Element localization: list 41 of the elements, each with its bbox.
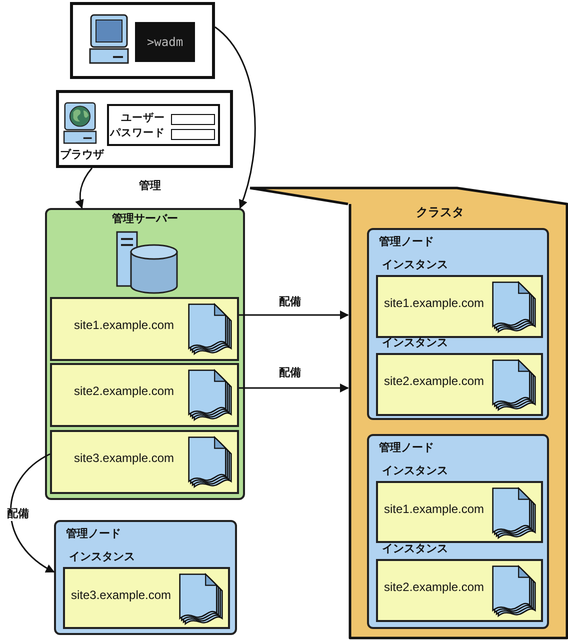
arrow (75, 168, 93, 209)
instance-heading: インスタンス (382, 337, 448, 350)
annotation-label: 管理 (139, 180, 161, 193)
site-name: site2.example.com (384, 581, 484, 595)
instance-heading: インスタンス (382, 543, 448, 556)
edge-label: 配備 (6, 508, 30, 521)
field-label: パスワード (110, 127, 165, 140)
browser-label: ブラウザ (60, 149, 104, 162)
field-label: ユーザー (121, 112, 165, 124)
instance-heading: インスタンス (382, 465, 448, 478)
node-box (54, 520, 237, 635)
site-name: site1.example.com (384, 297, 484, 311)
instance-box (50, 363, 239, 427)
site-name: site3.example.com (71, 589, 172, 603)
browser-panel (56, 90, 233, 168)
cluster-shape (348, 186, 568, 640)
instance-box (50, 297, 239, 361)
arrow (10, 453, 55, 573)
instance-box (50, 430, 239, 494)
server-title: 管理サーバー (111, 213, 179, 226)
site-name: site3.example.com (74, 452, 174, 466)
node-box (367, 434, 549, 629)
site-name: site2.example.com (384, 375, 484, 389)
edge-label: 配備 (278, 367, 302, 380)
arrow (239, 310, 349, 320)
site-name: site1.example.com (74, 319, 174, 333)
server-box (45, 208, 245, 500)
terminal-panel (70, 2, 215, 79)
node-box (367, 228, 549, 420)
terminal-command: >wadm (135, 22, 195, 62)
instance-heading: インスタンス (382, 259, 448, 272)
arrow (214, 26, 256, 209)
node-title: 管理ノード (379, 442, 434, 455)
instance-heading: インスタンス (69, 551, 135, 564)
node-title: 管理ノード (66, 528, 121, 541)
site-name: site1.example.com (384, 503, 484, 517)
cluster-title: クラスタ (416, 206, 464, 220)
site-name: site2.example.com (74, 385, 174, 399)
arrow (239, 384, 349, 392)
node-title: 管理ノード (379, 236, 434, 249)
edge-label: 配備 (278, 296, 302, 309)
